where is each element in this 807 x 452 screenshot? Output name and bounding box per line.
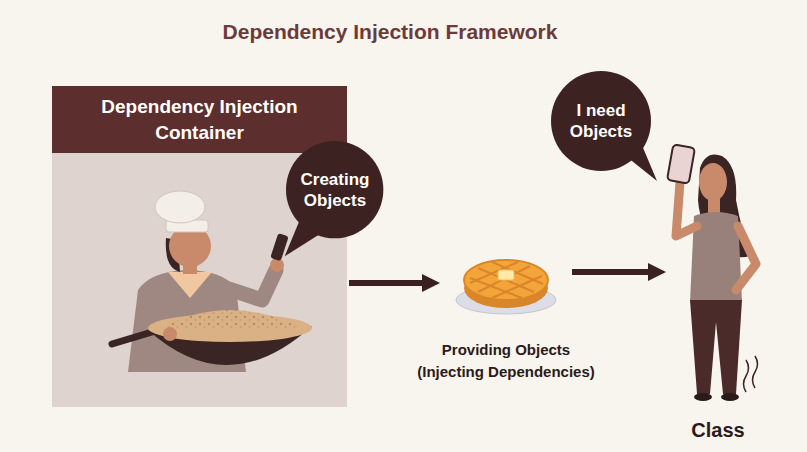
speech-text: Creating Objects [289,169,381,212]
chef-figure [112,191,312,372]
woman-figure [667,144,757,401]
chef-arm [226,270,276,300]
bowl-handle [112,332,152,344]
figure-node: Class [668,140,768,402]
phone [667,144,695,183]
bubble-text: Creating Objects [289,169,381,212]
butter [498,270,514,280]
header-text: Dependency Injection Container [77,94,322,145]
shoe [721,393,739,401]
container-header: Dependency Injection Container [52,86,347,153]
waffle-grid [470,262,543,298]
figure-caption: Class [691,416,744,445]
flow-arrow [572,269,652,275]
bubble-shape [286,141,383,238]
speech-text: I need Objects [555,100,647,143]
caption-text: Providing Objects [417,339,595,361]
woman-arm [736,226,756,290]
bubble-text: I need Objects [555,100,647,143]
container-title: Dependency Injection Container [77,94,322,145]
flow-arrow [349,280,426,286]
chef-hat [155,191,205,223]
chef-scarf [168,272,212,298]
woman-head [699,163,727,201]
speech-bubble: I need Objects [551,71,651,171]
food-texture [160,310,300,328]
chef-hand [163,327,177,341]
caption-text: (Injecting Dependencies) [417,361,595,383]
bubble-shape [551,71,651,171]
container-box: Dependency Injection Container [52,86,347,407]
container-panel [52,86,347,407]
waffle-top [464,260,548,300]
waffle-figure [456,260,556,314]
bowl-food [160,310,300,328]
figure-node: Providing Objects(Injecting Dependencies… [442,245,570,317]
speech-bubble: Creating Objects [286,141,383,238]
woman-pants [690,300,742,394]
odor-lines [744,356,758,392]
woman-neck [708,198,720,214]
bubble-circle [551,71,651,171]
pepper-grinder [270,233,288,261]
diagram-title: Dependency Injection Framework [0,20,780,44]
woman-arm [676,182,697,236]
figure-caption: Providing Objects(Injecting Dependencies… [417,339,595,383]
shoe [694,393,712,401]
bubble-circle [286,141,383,238]
chef-hand [270,258,284,272]
caption-text: Class [691,416,744,445]
